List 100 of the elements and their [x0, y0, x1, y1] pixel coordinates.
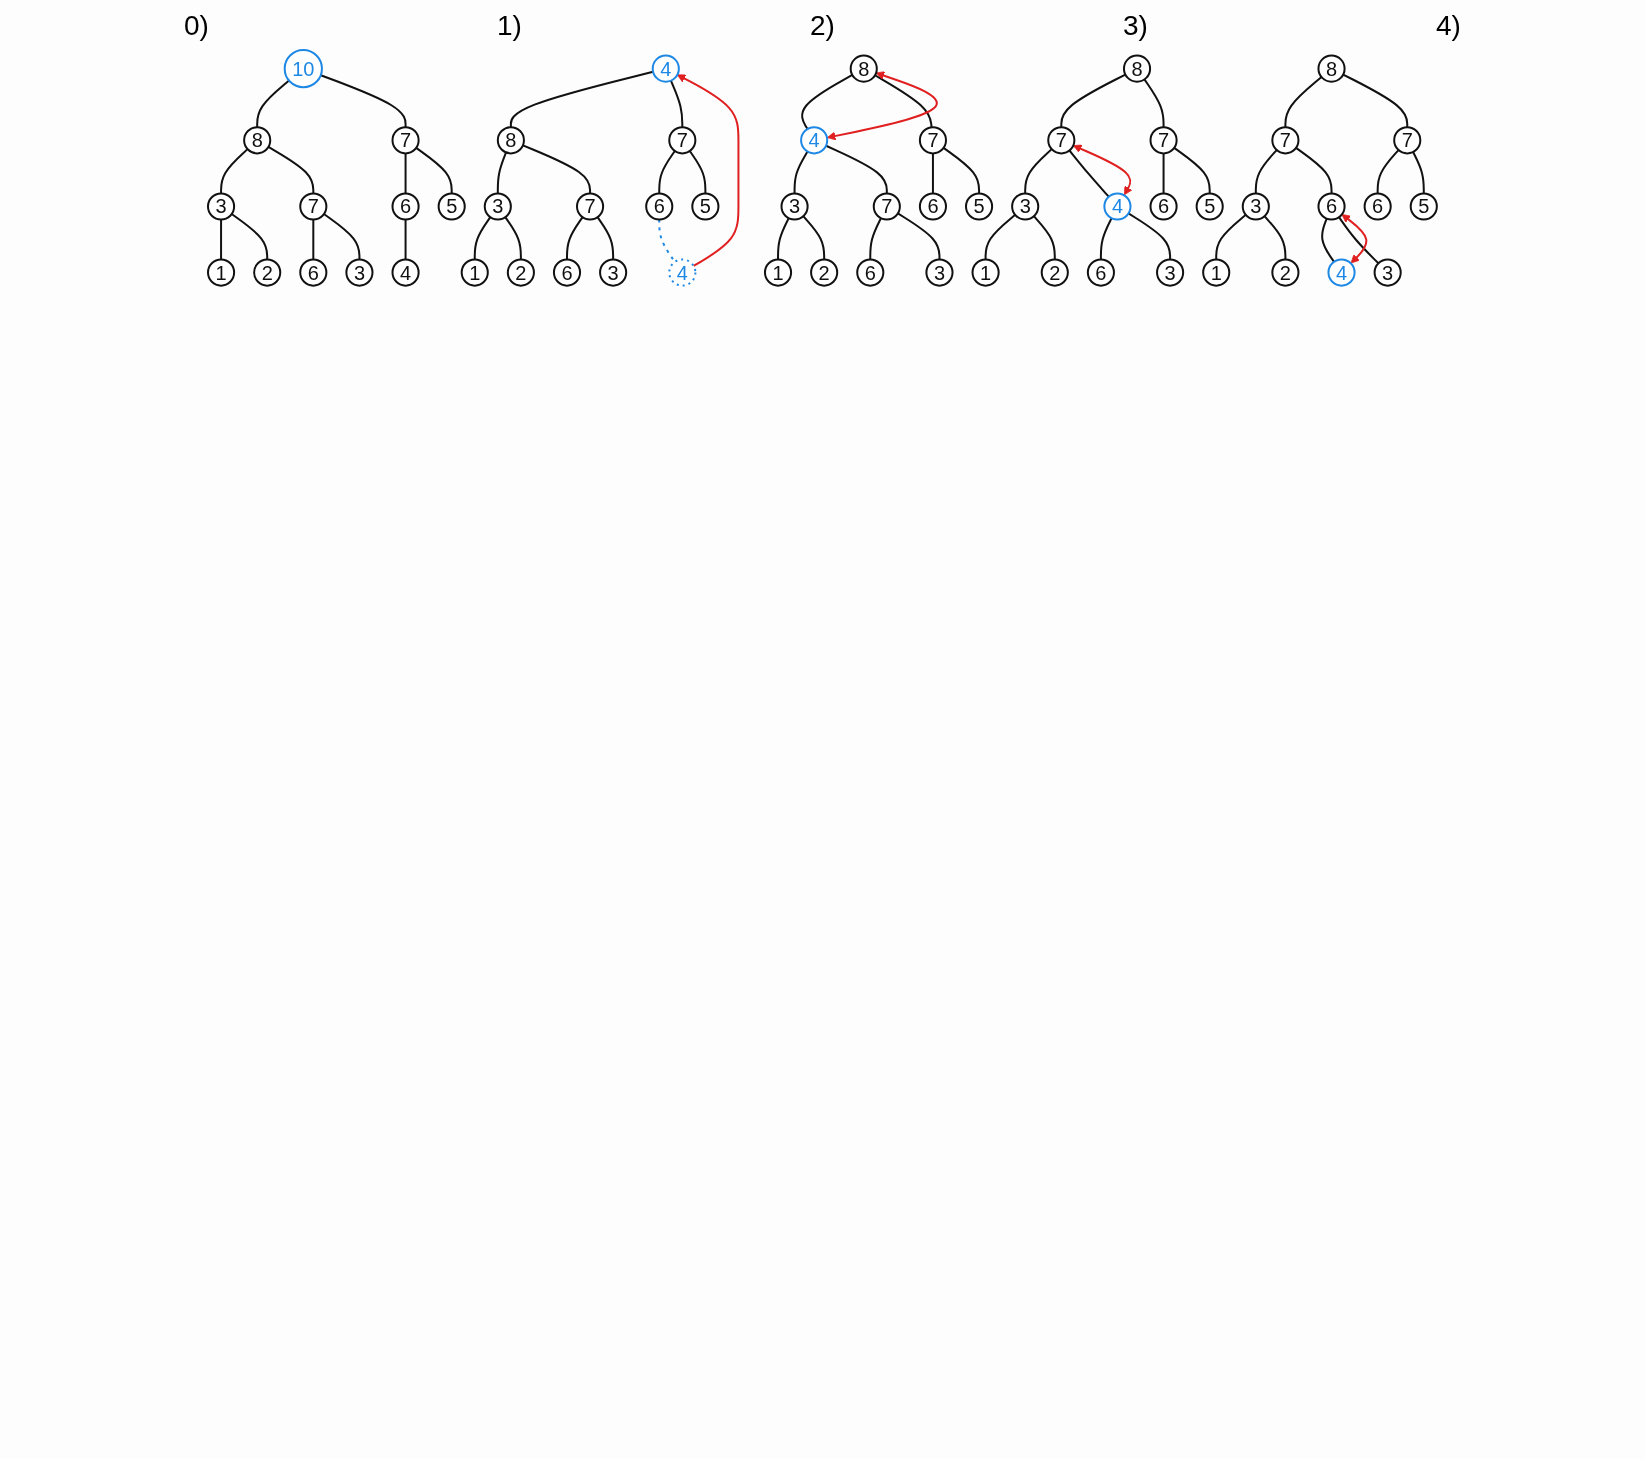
- node-circle: 3: [1156, 258, 1185, 287]
- node-circle: 10: [283, 49, 323, 89]
- connector: [509, 70, 655, 129]
- node-circle: 5: [965, 192, 994, 221]
- connector: [670, 79, 684, 129]
- connector: [1321, 217, 1336, 263]
- connector: [869, 217, 883, 261]
- connector: [504, 216, 522, 261]
- node-circle: 7: [872, 192, 901, 221]
- node-circle: 6: [918, 192, 948, 221]
- connector: [415, 146, 453, 195]
- node-circle: 3: [345, 258, 374, 287]
- node-circle: 6: [1086, 258, 1116, 287]
- node-circle: 2: [1271, 258, 1300, 287]
- connector: [1376, 149, 1400, 195]
- connector: [1263, 215, 1287, 261]
- connector: [596, 216, 615, 261]
- node-circle: 4: [1103, 192, 1132, 221]
- connector: [896, 212, 941, 261]
- arrow: [1072, 144, 1133, 196]
- connector: [220, 218, 223, 261]
- connector: [1060, 73, 1127, 129]
- node-circle: 3: [1373, 258, 1402, 287]
- arrow: [677, 74, 740, 267]
- node-circle: 5: [437, 192, 466, 221]
- node-circle: 7: [299, 192, 328, 221]
- node-circle: 7: [391, 126, 420, 155]
- node-circle: 4: [800, 126, 829, 155]
- arrow: [1341, 214, 1368, 264]
- node-circle: 5: [691, 192, 720, 221]
- connector: [874, 74, 933, 129]
- connector: [984, 213, 1017, 261]
- connector: [1127, 212, 1172, 261]
- connector: [1068, 149, 1110, 198]
- node-circle: 7: [1393, 126, 1422, 155]
- node-circle: 6: [856, 258, 885, 287]
- connector: [1162, 152, 1165, 195]
- node-circle: 1: [1202, 258, 1231, 287]
- connector: [404, 218, 407, 261]
- node-circle: 7: [1149, 126, 1178, 155]
- node-circle: 2: [1040, 258, 1069, 287]
- connector: [777, 217, 790, 261]
- node-circle: 1: [971, 258, 1000, 287]
- connector: [220, 148, 249, 195]
- connector: [522, 144, 592, 195]
- connector: [942, 146, 981, 195]
- node-circle: 8: [496, 126, 525, 155]
- connector: [230, 213, 269, 261]
- node-circle: 6: [391, 192, 420, 221]
- node-circle: 8: [1123, 54, 1152, 83]
- connector: [1284, 76, 1323, 129]
- node-circle: 4: [391, 258, 420, 287]
- node-circle: 4: [668, 258, 697, 287]
- node-circle: 1: [764, 258, 793, 287]
- connector: [658, 150, 676, 195]
- connector: [1295, 146, 1333, 195]
- node-circle: 6: [1317, 192, 1346, 221]
- node-circle: 3: [925, 258, 954, 287]
- node-circle: 3: [1241, 192, 1270, 221]
- node-circle: 7: [1047, 126, 1076, 155]
- connector: [1412, 151, 1425, 195]
- step-number: 2): [810, 10, 835, 42]
- connector: [1254, 149, 1278, 195]
- node-circle: 6: [1363, 192, 1392, 221]
- node-circle: 3: [207, 192, 236, 221]
- connector: [1342, 73, 1409, 129]
- connector: [566, 216, 584, 261]
- node-circle: 7: [918, 126, 948, 155]
- connector: [932, 152, 934, 195]
- node-circle: 4: [1327, 258, 1356, 287]
- node-circle: 5: [1409, 192, 1438, 221]
- connector: [256, 79, 291, 129]
- connector: [1033, 215, 1056, 261]
- node-circle: 3: [1011, 192, 1040, 221]
- connector: [312, 218, 315, 261]
- node-circle: 2: [253, 258, 282, 287]
- connector: [404, 152, 407, 195]
- connector: [496, 151, 508, 195]
- step-number: 0): [184, 10, 209, 42]
- connector: [1024, 148, 1053, 195]
- node-circle: 7: [576, 192, 605, 221]
- connector: [793, 150, 809, 195]
- connector: [802, 215, 826, 261]
- node-circle: 1: [460, 258, 489, 287]
- arrow: [827, 71, 938, 141]
- node-circle: 3: [483, 192, 512, 221]
- connector: [1100, 217, 1113, 261]
- node-circle: 8: [243, 126, 272, 155]
- node-circle: 3: [599, 258, 628, 287]
- node-circle: 6: [299, 258, 328, 287]
- connector: [1215, 213, 1247, 261]
- step-number: 4): [1436, 10, 1461, 42]
- node-circle: 5: [1195, 192, 1224, 221]
- connector: [1173, 146, 1211, 195]
- connector: [1143, 78, 1165, 129]
- node-circle: 7: [1271, 126, 1300, 155]
- connector: [825, 144, 888, 195]
- connector: [267, 145, 315, 195]
- node-circle: 6: [553, 258, 582, 287]
- node-circle: 6: [645, 192, 674, 221]
